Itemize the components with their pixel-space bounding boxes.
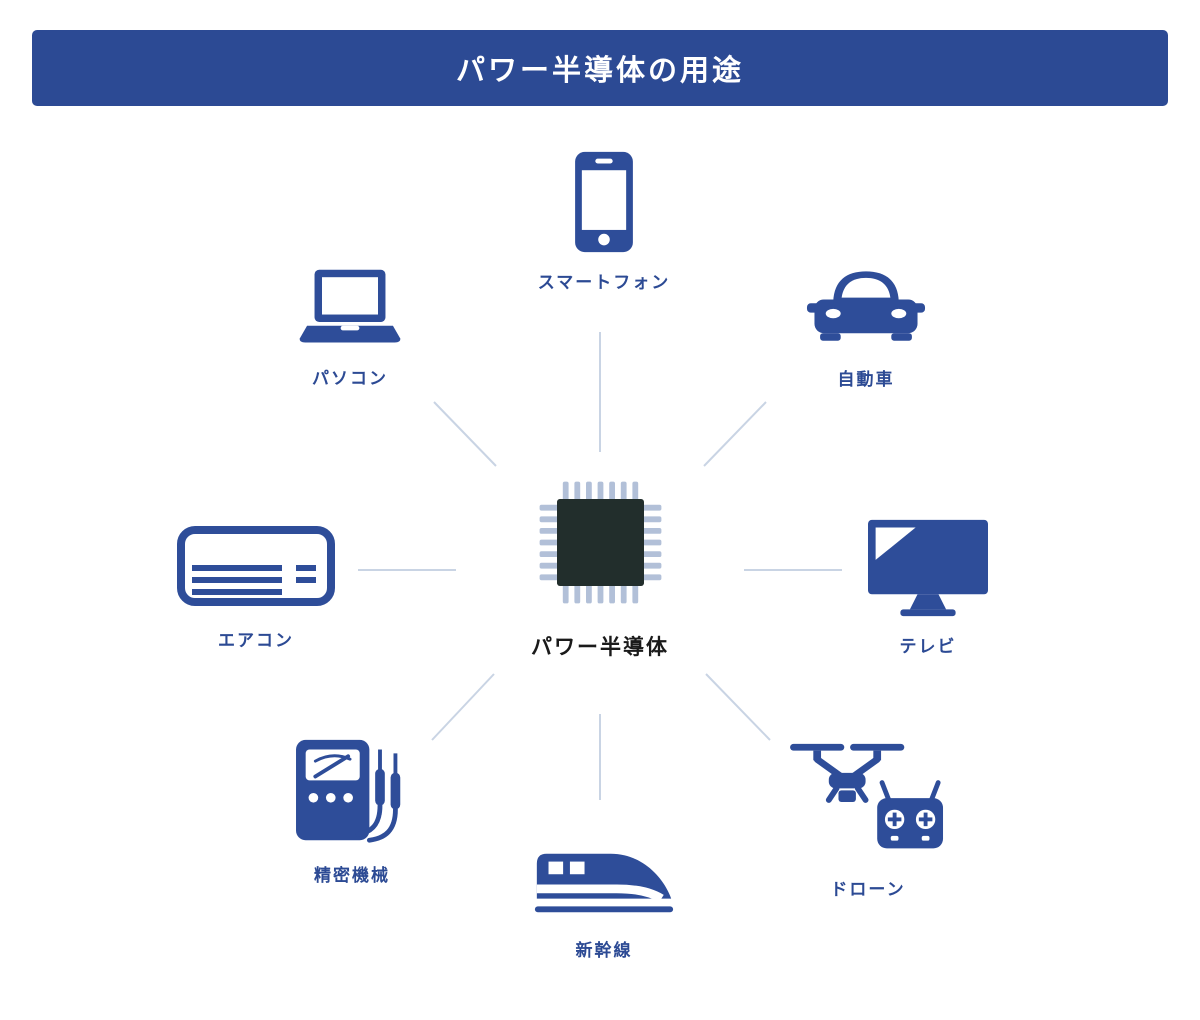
- node-label: スマートフォン: [537, 273, 671, 293]
- node-label: 自動車: [837, 370, 895, 390]
- smartphone-icon: [573, 150, 635, 254]
- header-banner: パワー半導体の用途: [32, 30, 1168, 106]
- connector-line: [433, 401, 497, 467]
- page-title: パワー半導体の用途: [455, 53, 744, 87]
- air-conditioner-icon: [176, 524, 336, 612]
- connector-line: [705, 673, 771, 741]
- node-pc: パソコン: [240, 266, 460, 389]
- node-center-chip: パワー半導体: [490, 470, 710, 661]
- node-train: 新幹線: [494, 844, 714, 961]
- node-label: 精密機械: [314, 866, 390, 886]
- node-label: パソコン: [312, 369, 388, 389]
- power-semiconductor-chip-icon: [528, 470, 673, 615]
- car-icon: [805, 262, 927, 351]
- node-precision: 精密機械: [242, 736, 462, 886]
- node-drone: ドローン: [758, 740, 978, 900]
- node-aircon: エアコン: [146, 524, 366, 651]
- tv-icon: [866, 518, 990, 618]
- drone-icon: [788, 740, 948, 861]
- multimeter-icon: [294, 736, 410, 847]
- shinkansen-icon: [531, 844, 677, 922]
- node-car: 自動車: [756, 262, 976, 390]
- node-label: エアコン: [218, 631, 294, 651]
- center-label: パワー半導体: [531, 635, 669, 659]
- connector-line: [431, 673, 495, 741]
- connector-line: [703, 401, 767, 467]
- node-label: 新幹線: [575, 941, 633, 961]
- laptop-icon: [294, 266, 406, 350]
- node-label: ドローン: [830, 880, 906, 900]
- node-smartphone: スマートフォン: [494, 150, 714, 293]
- node-tv: テレビ: [818, 518, 1038, 657]
- node-label: テレビ: [899, 637, 957, 657]
